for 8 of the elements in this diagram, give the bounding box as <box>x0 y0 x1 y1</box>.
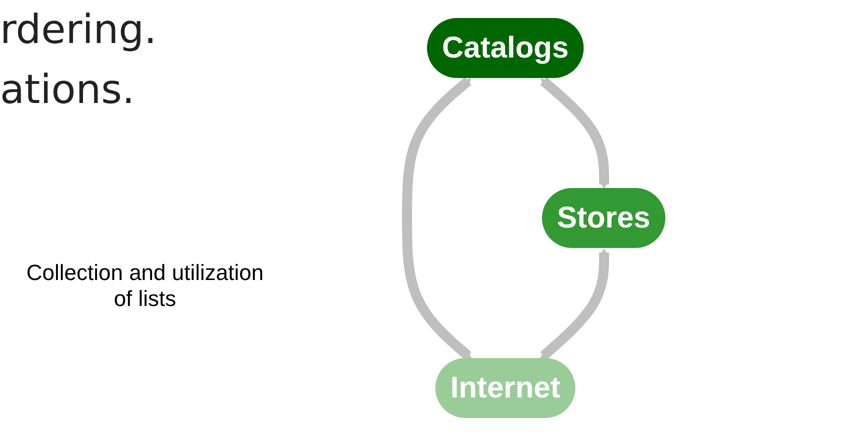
slide-text: rdering. <box>0 6 157 55</box>
node-box: Catalogs <box>427 18 584 78</box>
arrow <box>540 248 610 360</box>
center-note: Collection and utilization of lists <box>26 260 264 311</box>
slide-text: ations. <box>0 66 135 115</box>
arrow <box>402 77 472 360</box>
node-box: Internet <box>436 358 576 418</box>
arrow <box>540 77 610 189</box>
